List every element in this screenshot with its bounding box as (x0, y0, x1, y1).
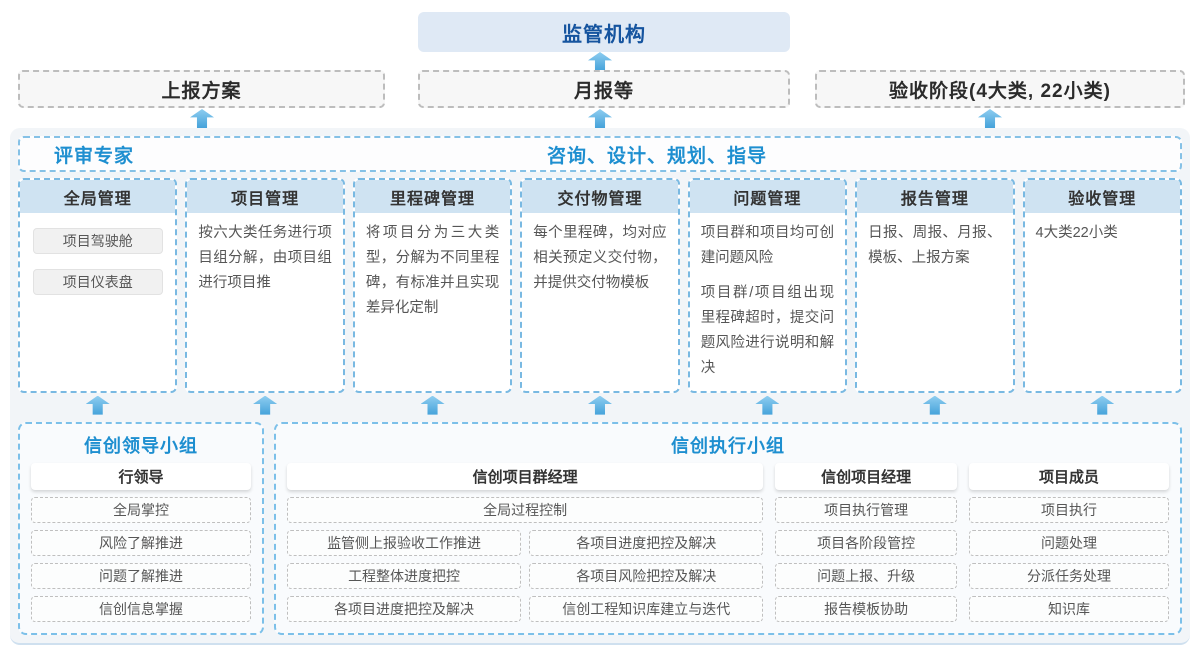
arrow-up-icon (755, 395, 780, 415)
task-item: 全局掌控 (31, 496, 251, 523)
pm-task-row: 各项目进度把控及解决 信创工程知识库建立与迭代 (287, 589, 764, 622)
arrow-up-icon (588, 109, 612, 128)
arrow-up-icon (85, 395, 110, 415)
column-body: 4大类22小类 (1025, 213, 1180, 256)
tag-item: 项目仪表盘 (32, 269, 163, 295)
column-paragraph: 4大类22小类 (1035, 225, 1118, 241)
column-deliverable-management: 交付物管理 每个里程碑，均对应相关预定义交付物，并提供交付物模板 (520, 178, 680, 393)
column-global-management: 全局管理 项目驾驶舱 项目仪表盘 (18, 178, 178, 393)
column-arrows-row (18, 395, 1182, 417)
role-header: 信创项目经理 (775, 462, 958, 490)
column-paragraph: 按六大类任务进行项目组分解，由项目组进行项目推 (198, 225, 332, 291)
arrow-up-icon (253, 395, 278, 415)
column-issue-management: 问题管理 项目群和项目均可创建问题风险 项目群/项目组出现里程碑超时，提交问题风… (687, 178, 848, 393)
task-item: 全局过程控制 (287, 496, 764, 523)
leadership-group: 信创领导小组 行领导 全局掌控 风险了解推进 问题了解推进 信创信息掌握 (18, 421, 264, 635)
role-header: 信创项目群经理 (287, 462, 764, 490)
column-milestone-management: 里程碑管理 将项目分为三大类型，分解为不同里程碑，有标准并且实现差异化定制 (352, 178, 513, 393)
task-item: 风险了解推进 (31, 529, 251, 556)
arrow-up-icon (1090, 395, 1115, 415)
experts-label: 评审专家 (54, 145, 135, 167)
arrow-up-icon (978, 109, 1002, 128)
pm-task-row: 监管侧上报验收工作推进 各项目进度把控及解决 (287, 523, 764, 556)
consulting-label: 咨询、设计、规划、指导 (547, 145, 768, 167)
column-body: 将项目分为三大类型，分解为不同里程碑，有标准并且实现差异化定制 (355, 213, 510, 331)
column-paragraph: 每个里程碑，均对应相关预定义交付物，并提供交付物模板 (533, 225, 667, 291)
arrow-up-icon (190, 109, 214, 128)
task-item: 问题处理 (969, 529, 1169, 556)
role-header: 项目成员 (969, 462, 1169, 490)
report-box-acceptance: 验收阶段(4大类, 22小类) (815, 70, 1185, 108)
project-manager-column: 信创项目经理 项目执行管理 项目各阶段管控 问题上报、升级 报告模板协助 (775, 459, 958, 623)
arrow-up-icon (420, 395, 445, 415)
column-body: 项目群和项目均可创建问题风险 项目群/项目组出现里程碑超时，提交问题风险进行说明… (690, 213, 845, 391)
task-item: 问题上报、升级 (775, 562, 958, 589)
group-title: 信创执行小组 (671, 435, 785, 456)
management-columns: 全局管理 项目驾驶舱 项目仪表盘 项目管理 按六大类任务进行项目组分解，由项目组… (18, 178, 1182, 393)
report-box-monthly: 月报等 (418, 70, 790, 108)
task-item: 工程整体进度把控 (287, 562, 522, 589)
group-title: 信创领导小组 (84, 435, 198, 456)
column-title: 全局管理 (20, 180, 176, 213)
tag-item: 项目驾驶舱 (32, 228, 163, 254)
column-title: 报告管理 (857, 180, 1013, 213)
pm-task-row: 工程整体进度把控 各项目风险把控及解决 (287, 556, 764, 589)
arrow-up-icon (588, 52, 612, 71)
task-item: 信创工程知识库建立与迭代 (529, 595, 764, 622)
execution-group: 信创执行小组 信创项目群经理 全局过程控制 监管侧上报验收工作推进 各项目进度把… (274, 421, 1182, 635)
task-item: 项目执行管理 (775, 496, 958, 523)
task-item: 各项目风险把控及解决 (529, 562, 764, 589)
column-body: 按六大类任务进行项目组分解，由项目组进行项目推 (187, 213, 342, 306)
column-paragraph: 将项目分为三大类型，分解为不同里程碑，有标准并且实现差异化定制 (365, 225, 500, 316)
experts-consulting-bar: 评审专家 咨询、设计、规划、指导 (18, 136, 1182, 172)
arrow-up-icon (922, 395, 947, 415)
teams-row: 信创领导小组 行领导 全局掌控 风险了解推进 问题了解推进 信创信息掌握 信创执… (18, 421, 1182, 635)
role-header: 行领导 (31, 462, 251, 490)
task-item: 知识库 (969, 595, 1169, 622)
column-body: 每个里程碑，均对应相关预定义交付物，并提供交付物模板 (522, 213, 677, 306)
task-item: 项目各阶段管控 (775, 529, 958, 556)
task-item: 问题了解推进 (31, 562, 251, 589)
project-member-column: 项目成员 项目执行 问题处理 分派任务处理 知识库 (969, 459, 1169, 623)
task-item: 项目执行 (969, 496, 1169, 523)
task-item: 报告模板协助 (775, 595, 958, 622)
column-paragraph: 日报、周报、月报、模板、上报方案 (868, 225, 1002, 266)
column-title: 项目管理 (187, 180, 343, 213)
platform-container: 评审专家 咨询、设计、规划、指导 全局管理 项目驾驶舱 项目仪表盘 项目管理 按… (10, 128, 1190, 645)
arrow-up-icon (587, 395, 612, 415)
program-manager-column: 信创项目群经理 全局过程控制 监管侧上报验收工作推进 各项目进度把控及解决 工程… (287, 459, 764, 623)
column-title: 里程碑管理 (354, 180, 511, 213)
regulator-box: 监管机构 (418, 12, 790, 52)
column-title: 交付物管理 (522, 180, 678, 213)
column-body: 日报、周报、月报、模板、上报方案 (857, 213, 1012, 281)
column-acceptance-management: 验收管理 4大类22小类 (1022, 178, 1182, 393)
column-paragraph: 项目群/项目组出现里程碑超时，提交问题风险进行说明和解决 (700, 284, 835, 376)
column-report-management: 报告管理 日报、周报、月报、模板、上报方案 (855, 178, 1015, 393)
execution-sub-columns: 信创项目群经理 全局过程控制 监管侧上报验收工作推进 各项目进度把控及解决 工程… (287, 459, 1169, 623)
task-item: 各项目进度把控及解决 (287, 595, 522, 622)
task-item: 监管侧上报验收工作推进 (287, 529, 522, 556)
task-item: 各项目进度把控及解决 (529, 529, 764, 556)
task-item: 信创信息掌握 (31, 595, 251, 622)
column-title: 问题管理 (689, 180, 846, 213)
task-item: 分派任务处理 (969, 562, 1169, 589)
column-project-management: 项目管理 按六大类任务进行项目组分解，由项目组进行项目推 (185, 178, 345, 393)
report-box-plan: 上报方案 (18, 70, 385, 108)
column-paragraph: 项目群和项目均可创建问题风险 (700, 225, 835, 266)
column-title: 验收管理 (1024, 180, 1180, 213)
